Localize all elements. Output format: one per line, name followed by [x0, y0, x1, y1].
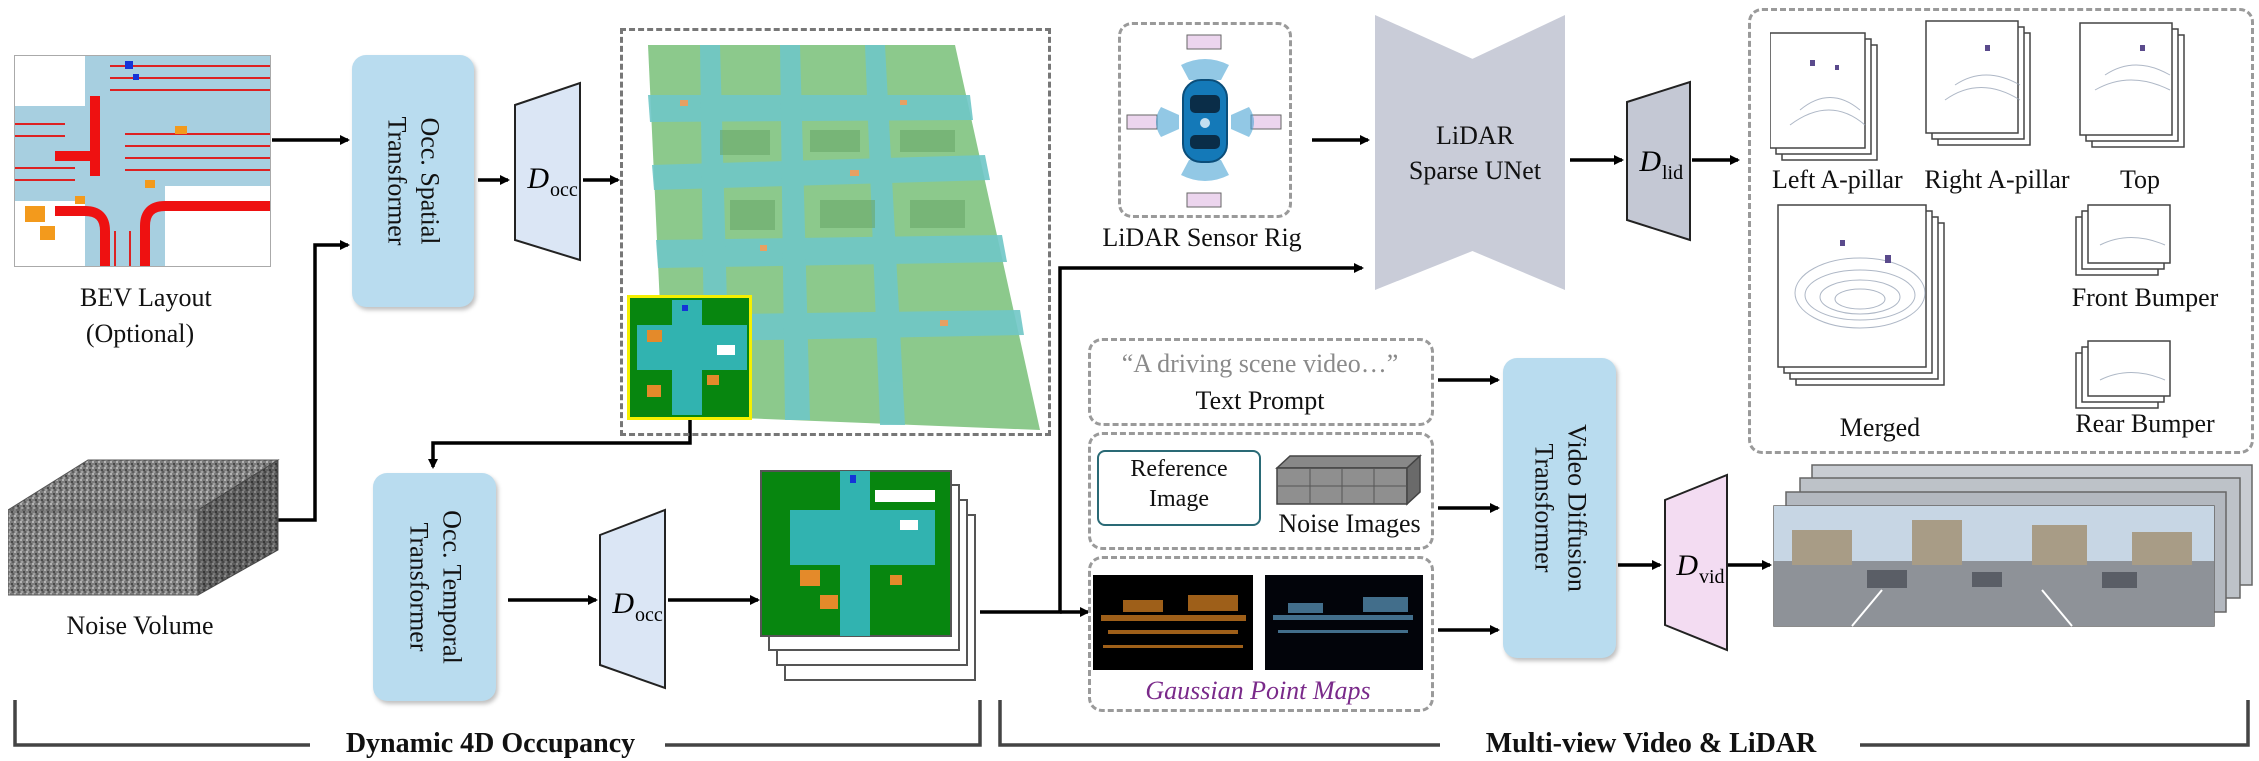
video-diffusion-transformer-label: Video Diffusion Transformer	[1529, 424, 1592, 592]
bracket-right-b	[1860, 700, 2250, 747]
decoder-lid: D lid	[1626, 80, 1691, 242]
lidar-view-right-label: Right A-pillar	[1924, 165, 2070, 194]
text-prompt-label: Text Prompt	[1195, 386, 1325, 415]
lidar-unet-block	[1375, 15, 1565, 290]
decoder-occ-bottom-symbol: D	[611, 587, 634, 620]
occupancy-map-frame	[620, 28, 1051, 436]
car-sensor-diagram	[1126, 34, 1282, 208]
lidar-sensor-rig-label: LiDAR Sensor Rig	[1102, 223, 1302, 252]
decoder-occ-top-symbol: D	[526, 162, 549, 195]
noise-images-label: Noise Images	[1278, 509, 1421, 538]
occupancy-frame-stack	[760, 470, 976, 681]
lidar-unet-label-1: LiDAR	[1436, 121, 1514, 150]
gaussian-point-maps-label: Gaussian Point Maps	[1145, 676, 1371, 705]
lidar-unet-label-2: Sparse UNet	[1408, 156, 1542, 185]
lidar-sensor-rig-box	[1118, 22, 1292, 218]
text-prompt-box	[1088, 338, 1434, 426]
decoder-occ-top-sub: occ	[550, 179, 578, 201]
occupancy-bev-inset	[627, 295, 752, 420]
lidar-view-merged-label: Merged	[1839, 413, 1921, 442]
occ-spatial-transformer-label: Occ. Spatial Transformer	[383, 116, 445, 246]
bracket-left-a	[13, 700, 310, 747]
reference-image-label: Reference Image	[1130, 456, 1228, 512]
arrow-noise-to-spatial	[275, 240, 350, 522]
bev-layout-map	[14, 55, 271, 267]
bev-map-graphic	[15, 56, 270, 266]
decoder-vid: D vid	[1664, 473, 1728, 652]
lidar-view-left-label: Left A-pillar	[1772, 165, 1903, 194]
occ-temporal-transformer-label: Occ. Temporal Transformer	[404, 510, 467, 664]
bev-layout-label: BEV Layout	[80, 283, 212, 312]
section-label-occupancy: Dynamic 4D Occupancy	[345, 728, 636, 759]
lidar-view-grid	[1770, 20, 2185, 409]
lidar-view-rear-label: Rear Bumper	[2075, 409, 2215, 438]
text-prompt-quote: “A driving scene video…”	[1121, 349, 1399, 378]
decoder-occ-top: D occ	[514, 81, 581, 262]
decoder-vid-symbol: D	[1675, 549, 1698, 582]
decoder-occ-bottom-sub: occ	[635, 604, 663, 626]
decoder-occ-bottom: D occ	[599, 508, 666, 690]
video-diffusion-transformer-block: Video Diffusion Transformer	[1503, 358, 1616, 658]
gaussian-point-maps	[1093, 575, 1423, 670]
decoder-lid-symbol: D	[1638, 145, 1661, 178]
reference-noise-box	[1088, 432, 1434, 550]
lidar-views-box	[1748, 8, 2254, 454]
noise-volume-label: Noise Volume	[66, 611, 214, 640]
lidar-view-front-label: Front Bumper	[2071, 283, 2219, 312]
arrow-frames-to-unet	[980, 263, 1364, 614]
bev-optional-label: (Optional)	[85, 319, 195, 348]
bracket-left-b	[665, 700, 982, 747]
reference-image-box: Reference Image	[1097, 450, 1261, 526]
occ-temporal-transformer-block: Occ. Temporal Transformer	[373, 473, 496, 701]
multiview-video-stack	[1773, 464, 2253, 627]
bracket-right-a	[998, 700, 1440, 747]
noise-images-stack	[1275, 454, 1422, 506]
section-label-video-lidar: Multi-view Video & LiDAR	[1485, 728, 1817, 759]
noise-volume	[8, 459, 280, 596]
decoder-lid-sub: lid	[1662, 162, 1683, 184]
lidar-view-top-label: Top	[2119, 165, 2161, 194]
gaussian-maps-box	[1088, 556, 1434, 712]
occ-spatial-transformer-block: Occ. Spatial Transformer	[352, 55, 474, 307]
arrow-occmap-to-temporal	[428, 418, 692, 469]
decoder-vid-sub: vid	[1699, 566, 1725, 588]
